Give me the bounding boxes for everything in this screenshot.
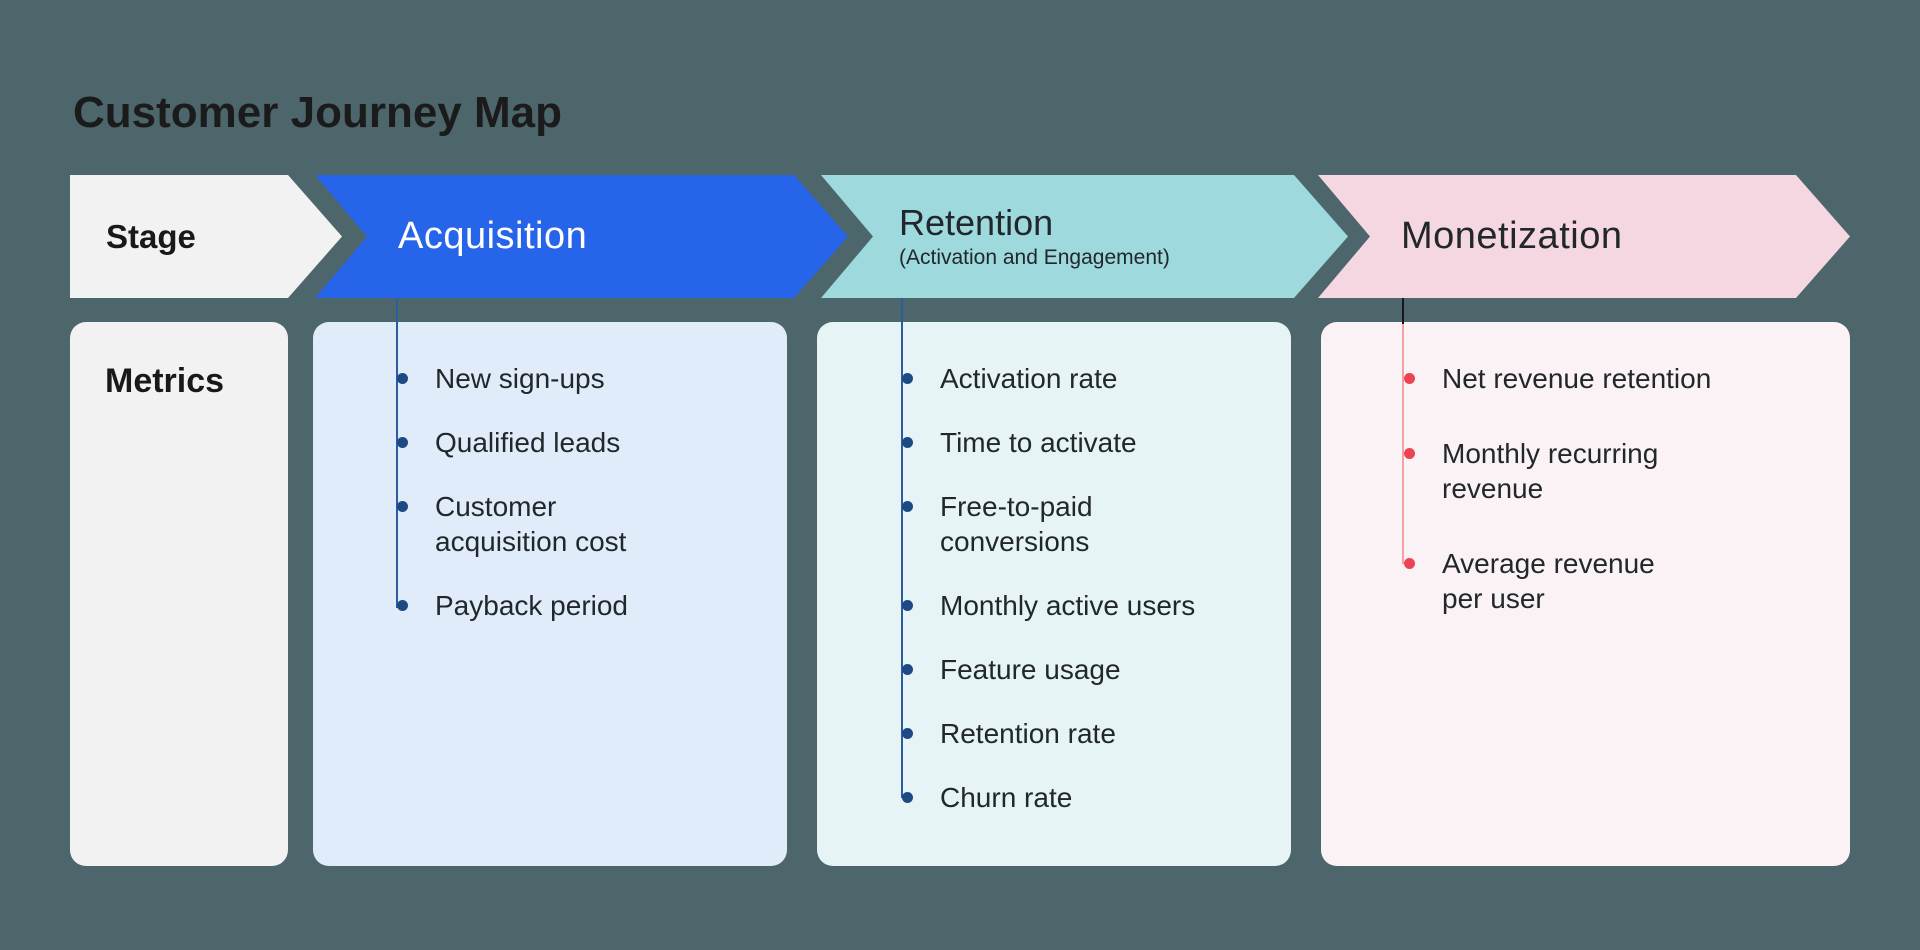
- metric-item: Average revenue per user: [1404, 546, 1802, 616]
- retention-stage-arrow: Retention (Activation and Engagement): [821, 175, 1348, 298]
- metric-item: Time to activate: [902, 425, 1280, 460]
- monetization-stage-label: Monetization: [1401, 215, 1623, 257]
- metric-item: Qualified leads: [397, 425, 775, 460]
- metric-item: Feature usage: [902, 652, 1280, 687]
- metric-item: Retention rate: [902, 716, 1280, 751]
- metrics-header-label: Metrics: [105, 362, 225, 400]
- acquisition-connector-line: [396, 298, 398, 608]
- metric-item: Free-to-paid conversions: [902, 489, 1280, 559]
- metric-item: Monthly recurring revenue: [1404, 436, 1802, 506]
- metrics-header-box: Metrics: [70, 322, 288, 866]
- monetization-connector-line-gap: [1402, 298, 1404, 324]
- metric-item: Activation rate: [902, 361, 1280, 396]
- stage-header-arrow: Stage: [70, 175, 342, 298]
- retention-connector-line: [901, 298, 903, 798]
- monetization-connector-line: [1402, 324, 1404, 564]
- retention-stage-label: Retention: [899, 202, 1054, 243]
- acquisition-stage-arrow: Acquisition: [315, 175, 848, 298]
- metric-item: Monthly active users: [902, 588, 1280, 623]
- retention-stage-subtitle: (Activation and Engagement): [899, 246, 1170, 269]
- monetization-stage-arrow: Monetization: [1318, 175, 1850, 298]
- stage-header-label: Stage: [106, 217, 196, 255]
- metric-item: Net revenue retention: [1404, 361, 1802, 396]
- page-title: Customer Journey Map: [73, 88, 562, 137]
- metric-item: Payback period: [397, 588, 775, 623]
- metric-item: Customer acquisition cost: [397, 489, 775, 559]
- metric-item: Churn rate: [902, 780, 1280, 815]
- acquisition-stage-label: Acquisition: [398, 215, 588, 257]
- metric-item: New sign-ups: [397, 361, 775, 396]
